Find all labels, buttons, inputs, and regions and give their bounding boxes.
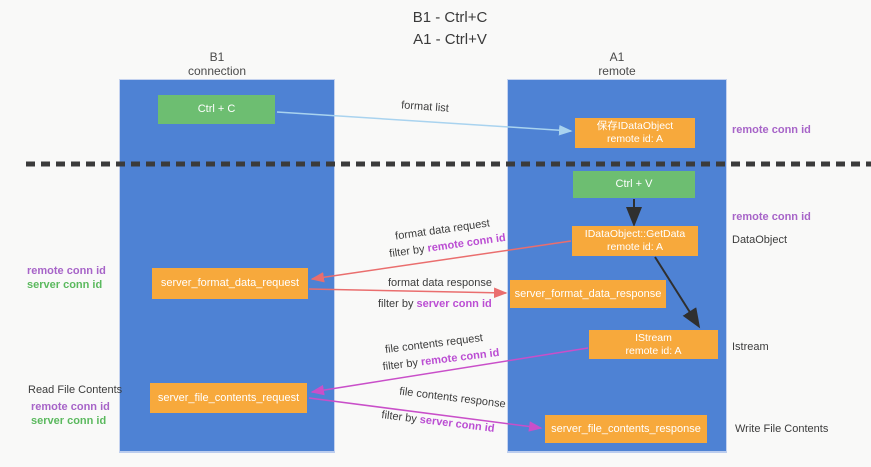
right-write-file-contents-label: Write File Contents (735, 423, 829, 435)
server-file-contents-request-node: server_file_contents_request (150, 383, 307, 413)
filter-by-prefix: filter by (378, 298, 414, 310)
lifeline-header-b1: B1 connection (157, 50, 277, 78)
lifeline-a1-name: A1 (609, 50, 625, 64)
server-file-contents-response-label: server_file_contents_response (551, 422, 701, 435)
ctrl-c-node: Ctrl + C (158, 95, 275, 124)
save-idataobject-node: 保存IDataObject remote id: A (575, 118, 695, 148)
ctrl-v-label: Ctrl + V (615, 178, 653, 190)
format-data-response-arrow-label: format data response (388, 277, 492, 289)
server-format-data-request-node: server_format_data_request (152, 268, 308, 299)
lifeline-a1-role: remote (598, 64, 636, 78)
istream-line2: remote id: A (625, 344, 682, 357)
diagram-title: B1 - Ctrl+C A1 - Ctrl+V (340, 7, 560, 51)
file-contents-response-arrow (308, 397, 543, 432)
left-remote-conn-id-2: remote conn id (31, 401, 110, 413)
title-line-1: B1 - Ctrl+C (412, 9, 488, 26)
left-server-conn-id-1: server conn id (27, 279, 103, 291)
left-read-file-contents-label: Read File Contents (28, 384, 123, 396)
title-line-2: A1 - Ctrl+V (413, 31, 487, 48)
server-format-data-request-label: server_format_data_request (160, 277, 300, 289)
server-format-data-response-label: server_format_data_response (514, 287, 662, 300)
istream-node: IStream remote id: A (589, 330, 718, 359)
getdata-line2: remote id: A (606, 241, 664, 253)
left-server-conn-id-2: server conn id (31, 415, 107, 427)
ctrl-v-node: Ctrl + V (573, 171, 695, 198)
file-contents-request-arrow (310, 347, 589, 396)
format-list-arrow (276, 111, 573, 136)
getdata-line1: IDataObject::GetData (584, 228, 686, 240)
format-data-request-arrow (310, 240, 572, 283)
lifeline-header-a1: A1 remote (557, 50, 677, 78)
server-file-contents-request-label: server_file_contents_request (157, 391, 300, 404)
ctrl-c-label: Ctrl + C (197, 103, 236, 115)
save-idataobject-line2: remote id: A (606, 133, 664, 145)
getdata-to-istream-arrow (654, 256, 701, 329)
format-data-response-filter-label: filter by server conn id (378, 298, 492, 310)
format-data-response-arrow (308, 287, 508, 299)
lifeline-b1-role: connection (187, 64, 247, 78)
getdata-node: IDataObject::GetData remote id: A (572, 226, 698, 256)
server-file-contents-response-node: server_file_contents_response (545, 415, 707, 443)
save-idataobject-line1: 保存IDataObject (596, 120, 674, 132)
left-remote-conn-id-1: remote conn id (27, 265, 106, 277)
right-remote-conn-id-mid: remote conn id (732, 211, 811, 223)
right-remote-conn-id-top: remote conn id (732, 124, 811, 136)
right-istream-label: Istream (732, 341, 769, 353)
right-dataobject-label: DataObject (732, 234, 788, 246)
server-format-data-response-node: server_format_data_response (510, 280, 666, 308)
lifeline-b1-name: B1 (209, 50, 225, 64)
istream-line1: IStream (635, 331, 672, 344)
server-conn-id-key: server conn id (416, 298, 492, 310)
